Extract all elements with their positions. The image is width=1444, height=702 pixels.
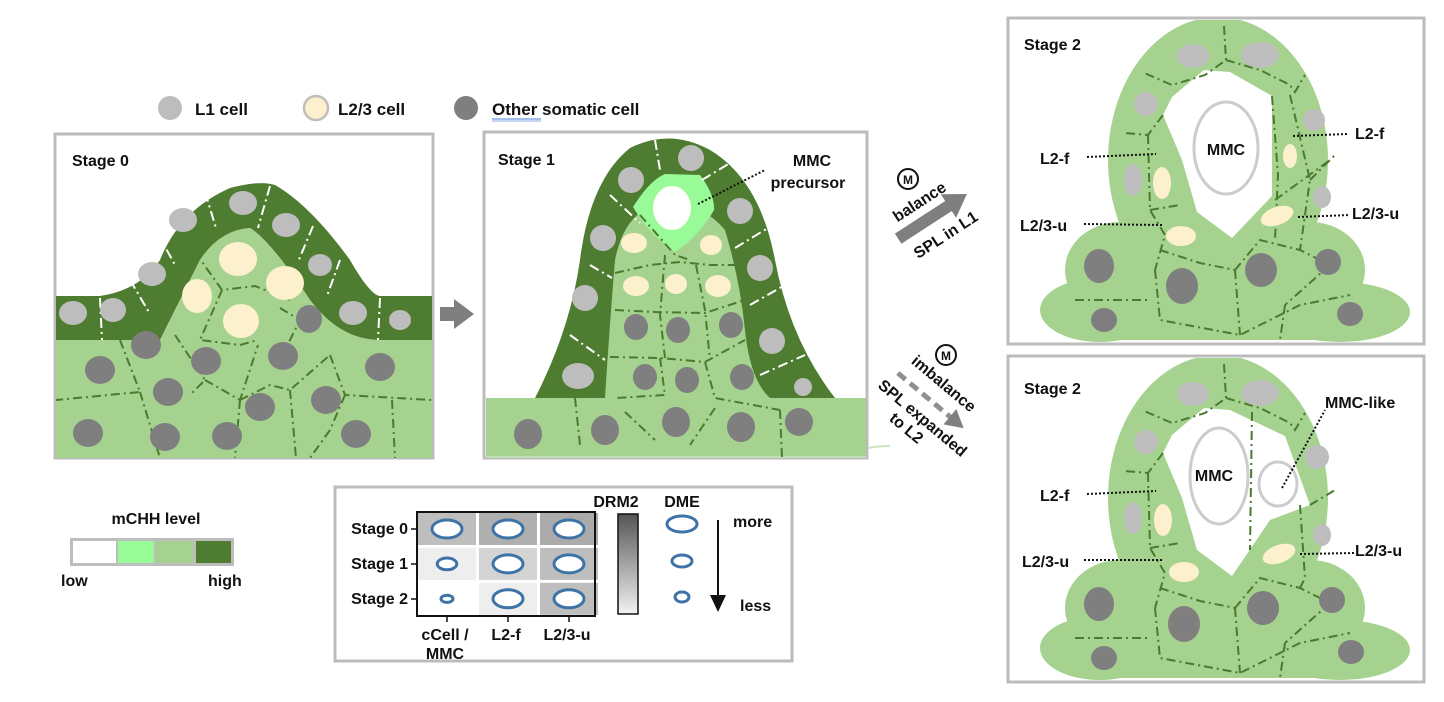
mchh-swatch-2	[118, 541, 154, 563]
l23-cell-circle-icon	[302, 94, 330, 122]
heatmap-row-label: Stage 2	[351, 591, 408, 608]
stage2-bottom-l1-cells	[1124, 380, 1331, 546]
imbalance-dashed-arrow	[896, 371, 954, 420]
dme-label: DME	[664, 494, 700, 511]
stage0-l23-cells	[182, 242, 304, 338]
balance-transition: M balance SPL in L1	[890, 168, 981, 262]
dme-ring-mark	[491, 518, 525, 540]
mmc-like-cell-outline	[1257, 460, 1299, 508]
stage2-top-somatic-cells	[1084, 249, 1363, 332]
heatmap-grid	[418, 513, 598, 615]
mmc-label: MMC	[1195, 468, 1234, 485]
cell-type-legend: L1 cell L2/3 cell Other somatic cell	[158, 94, 639, 122]
l23u-right-label: L2/3-u	[1352, 206, 1399, 223]
heatmap-col-label: cCell /	[421, 627, 469, 644]
stage1-l23-cells	[621, 233, 731, 297]
legend-somatic-label: Other somatic cell	[492, 100, 639, 119]
dme-ring-mark	[439, 593, 455, 604]
stage-transition-arrow	[440, 299, 474, 329]
stage2-bottom-somatic-cells	[1084, 587, 1364, 670]
mchh-high-label: high	[208, 573, 242, 590]
mchh-low-label: low	[61, 573, 88, 590]
heatmap-row-label: Stage 1	[351, 556, 408, 573]
mmc-precursor-nucleus	[653, 186, 691, 230]
mchh-level-legend: mCHH level low high	[61, 511, 242, 590]
l2f-left-label: L2-f	[1040, 488, 1070, 505]
imbalance-arrowhead	[943, 409, 964, 429]
drm2-dme-heatmap-panel: Stage 0 Stage 1 Stage 2 cCell / MMC L2-f L2/3…	[333, 485, 794, 663]
legend-l1-label: L1 cell	[195, 100, 248, 119]
dme-size-large-icon	[665, 514, 699, 534]
l2f-right-label: L2-f	[1355, 126, 1385, 143]
dme-ring-mark	[552, 588, 586, 610]
l23u-left-label: L2/3-u	[1020, 218, 1067, 235]
l23u-right-label: L2/3-u	[1355, 543, 1402, 560]
dme-ring-mark	[552, 553, 586, 575]
somatic-cell-circle-icon	[454, 96, 478, 120]
stage2-bottom-panel: Stage 2 MMC MMC-like L2-f L2/3-u L2/3-u	[1006, 354, 1426, 684]
down-arrowhead-icon	[710, 595, 726, 612]
stage2-bottom-l23-cells	[1154, 504, 1296, 582]
l23u-left-label: L2/3-u	[1022, 554, 1069, 571]
m-marker-icon	[897, 168, 919, 190]
heatmap-col-label: L2-f	[491, 627, 521, 644]
l1-cell-circle-icon	[158, 96, 182, 120]
heatmap-col-label-line2: MMC	[426, 646, 465, 663]
mmc-label: MMC	[1207, 142, 1246, 159]
stage1-somatic-cells	[514, 312, 813, 449]
stage2-top-title: Stage 2	[1024, 37, 1081, 54]
dme-size-small-icon	[673, 590, 691, 604]
m-marker-icon	[935, 344, 957, 366]
mchh-swatch-1	[73, 541, 116, 563]
more-label: more	[733, 514, 772, 531]
stage2-bottom-title: Stage 2	[1024, 381, 1081, 398]
mmc-like-label: MMC-like	[1325, 395, 1395, 412]
dme-ring-mark	[491, 553, 525, 575]
less-label: less	[740, 598, 771, 615]
mmc-precursor-pointer	[697, 169, 766, 205]
heatmap-col-label: L2/3-u	[543, 627, 590, 644]
l2f-left-label: L2-f	[1040, 151, 1070, 168]
mchh-title: mCHH level	[112, 511, 201, 528]
drm2-label: DRM2	[593, 494, 638, 511]
mchh-swatch-3	[156, 541, 193, 563]
stage0-somatic-cells	[73, 305, 395, 451]
legend-l23-label: L2/3 cell	[338, 100, 405, 119]
dme-ring-mark	[552, 518, 586, 540]
stage0-panel: Stage 0	[53, 132, 435, 460]
drm2-gradient-bar	[617, 513, 639, 615]
mmc-cell-outline	[1192, 100, 1260, 196]
stage2-top-l23-cells	[1153, 144, 1297, 246]
stage1-panel: Stage 1 MMC precursor	[482, 130, 869, 460]
dme-ring-mark	[435, 556, 459, 572]
mmc-precursor-label-1: MMC	[793, 153, 832, 170]
m-marker-label: M	[903, 173, 913, 187]
mmc-precursor-label-2: precursor	[771, 175, 846, 192]
stage0-title: Stage 0	[72, 153, 129, 170]
stage1-l1-cells	[562, 145, 812, 396]
m-marker-label: M	[941, 349, 951, 363]
mchh-swatch-4	[196, 541, 231, 563]
balance-arrow	[894, 194, 967, 244]
heatmap-row-label: Stage 0	[351, 521, 408, 538]
stage1-title: Stage 1	[498, 152, 555, 169]
dme-size-medium-icon	[670, 553, 694, 569]
mmc-cell-outline	[1188, 426, 1250, 526]
mmc-cavity	[1163, 408, 1310, 576]
stage2-top-panel: Stage 2 MMC L2-f L2-f L2/3-u L2/3-u	[1006, 16, 1426, 346]
dme-ring-mark	[430, 518, 464, 540]
stage0-l1-cells	[59, 191, 411, 330]
stage2-top-l1-cells	[1124, 42, 1331, 208]
dme-ring-mark	[491, 588, 525, 610]
stage0-l1-layer	[56, 183, 432, 340]
imbalance-transition: M imbalance SPL expanded to L2	[867, 344, 979, 461]
